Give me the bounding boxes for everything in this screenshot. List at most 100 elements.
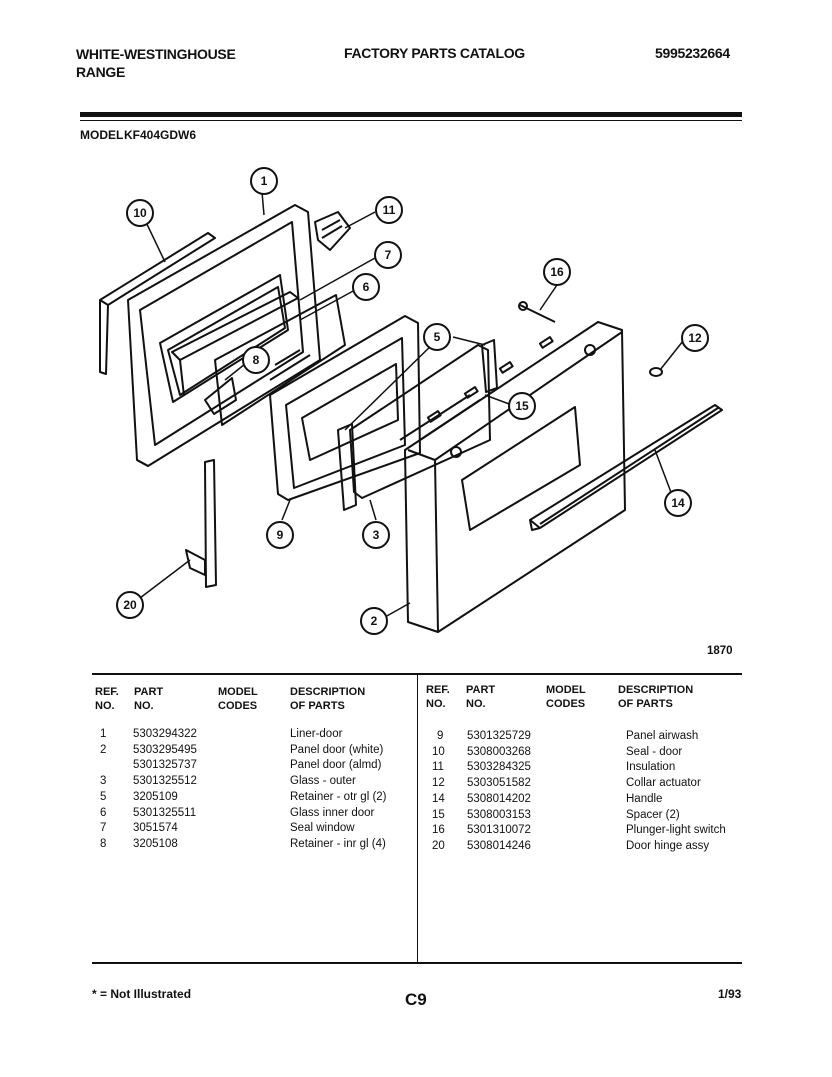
part-description: Seal window xyxy=(290,822,355,834)
brand-line-2: RANGE xyxy=(76,64,126,80)
part-number: 5308014246 xyxy=(467,840,531,852)
callout-text-11: 11 xyxy=(383,203,396,217)
part-number: 5303295495 xyxy=(133,744,197,756)
callout-14 xyxy=(664,489,692,517)
part-number: 5301325511 xyxy=(133,807,197,819)
part-number: 5301325737 xyxy=(133,759,197,771)
callout-text-20: 20 xyxy=(123,598,137,612)
part-number: 5308014202 xyxy=(467,793,531,805)
table-column-divider xyxy=(417,675,418,964)
part-description: Handle xyxy=(626,793,663,805)
model-label: MODEL xyxy=(80,128,124,142)
table-bottom-rule xyxy=(92,962,742,964)
callout-text-10: 10 xyxy=(133,206,147,220)
right-ref-header: REF.NO. xyxy=(426,684,450,710)
callout-text-3: 3 xyxy=(373,528,380,542)
ref-number: 7 xyxy=(100,822,107,834)
part-number: 5308003268 xyxy=(467,746,531,758)
ref-number: 16 xyxy=(432,824,445,836)
ref-number: 3 xyxy=(100,775,107,787)
table-top-rule xyxy=(92,673,742,675)
callout-text-7: 7 xyxy=(385,248,392,262)
figure-number: 1870 xyxy=(707,645,733,657)
callout-8 xyxy=(242,346,270,374)
callout-1 xyxy=(250,167,278,195)
brand-line-1: WHITE-WESTINGHOUSE xyxy=(76,46,236,62)
ref-number: 11 xyxy=(432,761,444,773)
part-number: 5308003153 xyxy=(467,809,531,821)
collar-actuator-part xyxy=(649,367,663,377)
callout-11 xyxy=(375,196,403,224)
part-description: Retainer - otr gl (2) xyxy=(290,791,387,803)
revision-date: 1/93 xyxy=(718,987,742,1001)
callout-10 xyxy=(126,199,154,227)
ref-number: 2 xyxy=(100,744,107,756)
ref-number: 15 xyxy=(432,809,445,821)
panel-door-part xyxy=(404,321,626,633)
callout-text-14: 14 xyxy=(671,496,685,510)
part-number: 5303284325 xyxy=(467,761,531,773)
part-number: 5301310072 xyxy=(467,824,531,836)
callout-7 xyxy=(374,241,402,269)
ref-number: 10 xyxy=(432,746,445,758)
part-description: Panel airwash xyxy=(626,730,699,742)
part-number: 5301325512 xyxy=(133,775,197,787)
callout-text-12: 12 xyxy=(688,331,702,345)
callout-text-16: 16 xyxy=(550,265,564,279)
callout-16 xyxy=(543,258,571,286)
left-ref-header: REF.NO. xyxy=(95,686,119,712)
part-description: Panel door (white) xyxy=(290,744,384,756)
ref-number: 9 xyxy=(437,730,444,742)
header-rule-thick xyxy=(80,112,742,117)
callout-3 xyxy=(362,521,390,549)
part-description: Insulation xyxy=(626,761,676,773)
catalog-title: FACTORY PARTS CATALOG xyxy=(344,45,525,61)
ref-number: 5 xyxy=(100,791,107,803)
table-row: 1 xyxy=(100,728,107,740)
callout-text-1: 1 xyxy=(261,174,268,188)
callout-text-6: 6 xyxy=(363,280,370,294)
part-description: Spacer (2) xyxy=(626,809,680,821)
liner-door-part xyxy=(127,204,321,467)
ref-number: 8 xyxy=(100,838,107,850)
callout-text-9: 9 xyxy=(277,528,284,542)
callout-text-5: 5 xyxy=(434,330,441,344)
callout-20 xyxy=(116,591,144,619)
part-description: Collar actuator xyxy=(626,777,701,789)
exploded-door-diagram: 1 2 3 5 6 7 8 9 10 11 12 14 15 16 20 xyxy=(99,167,723,635)
seal-door-part xyxy=(99,232,216,375)
part-description: Liner-door xyxy=(290,728,343,740)
insulation-part xyxy=(314,211,351,251)
part-number: 5303294322 xyxy=(133,728,197,740)
handle-part xyxy=(529,404,723,531)
part-description: Plunger-light switch xyxy=(626,824,726,836)
callout-text-2: 2 xyxy=(371,614,378,628)
part-description: Seal - door xyxy=(626,746,683,758)
part-number: 3051574 xyxy=(133,822,178,834)
inner-glass-part xyxy=(214,294,346,426)
part-description: Glass - outer xyxy=(290,775,356,787)
callout-12 xyxy=(681,324,709,352)
callout-5 xyxy=(423,323,451,351)
callout-6 xyxy=(352,273,380,301)
part-description: Glass inner door xyxy=(290,807,375,819)
ref-number: 12 xyxy=(432,777,445,789)
part-number: 3205109 xyxy=(133,791,178,803)
plunger-part xyxy=(518,301,556,323)
callout-9 xyxy=(266,521,294,549)
callout-2 xyxy=(360,607,388,635)
part-number: 3205108 xyxy=(133,838,178,850)
part-number: 5303051582 xyxy=(467,777,531,789)
part-description: Retainer - inr gl (4) xyxy=(290,838,386,850)
part-number: 5301325729 xyxy=(467,730,531,742)
ref-number: 20 xyxy=(432,840,445,852)
page-number: C9 xyxy=(405,990,427,1009)
part-description: Door hinge assy xyxy=(626,840,710,852)
callout-text-8: 8 xyxy=(253,353,260,367)
door-hinge-part xyxy=(185,459,217,588)
